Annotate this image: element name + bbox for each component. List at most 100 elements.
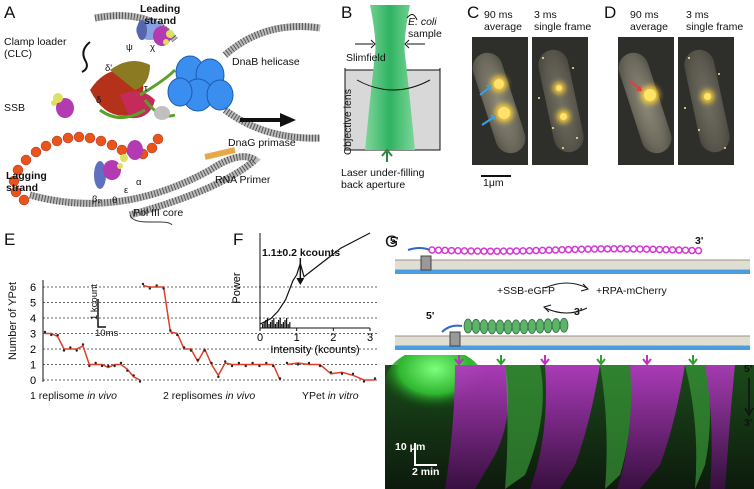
g-kymo-five-prime: 5': [744, 363, 753, 375]
sample-label: sample: [408, 28, 442, 40]
g-ssb-bead: [519, 319, 529, 335]
e-data-point: [224, 360, 227, 363]
f-tick-label: 1: [294, 332, 300, 344]
g-ssb-bead: [487, 319, 497, 335]
f-noise-bar: [270, 322, 272, 328]
g-ssb-bead: [503, 319, 513, 335]
e-data-point: [329, 371, 333, 374]
f-noise-bar: [265, 320, 267, 328]
chi-label: χ: [150, 42, 155, 53]
e-scalebar: [97, 299, 106, 328]
pol3-label: Pol III core: [133, 207, 184, 219]
f-noise-bar: [282, 322, 284, 328]
c-average-image: [472, 37, 528, 165]
g-rpa-mcherry-label: +RPA-mCherry: [596, 285, 667, 297]
e-data-point: [362, 380, 366, 383]
g-rpa-bead: [460, 247, 469, 255]
g-rpa-bead: [519, 247, 527, 255]
beta2-label: β₂: [92, 194, 102, 205]
g-rpa-bead: [584, 245, 592, 253]
e-tick-label: 2: [30, 344, 36, 356]
g-rpa-bead: [642, 245, 651, 253]
f-xlabel: Intensity (kcounts): [270, 344, 359, 356]
e-data-point: [126, 369, 129, 372]
f-noise-bar: [271, 320, 273, 328]
ecoli-label: E. coli: [408, 16, 437, 28]
g-rpa-bead: [447, 246, 456, 255]
e-data-point: [75, 349, 78, 352]
g-rpa-bead: [662, 245, 670, 254]
e-data-point: [182, 346, 186, 349]
e-group3-label: YPet in vitro: [302, 390, 359, 402]
panel-label-e: E: [4, 230, 16, 249]
e-ylabel: Number of YPet: [7, 281, 19, 360]
e-data-point: [43, 330, 47, 334]
epsilon-label: ε: [124, 185, 129, 196]
e-data-point: [237, 361, 241, 365]
e-data-point: [296, 363, 300, 366]
e-series-line: [142, 284, 281, 381]
e-data-point: [258, 364, 261, 368]
theta-label: θ: [112, 195, 118, 206]
g-rpa-bead: [649, 245, 657, 254]
g-scale-y-label: 10 μm: [395, 441, 426, 453]
e-tick-label: 4: [30, 313, 36, 325]
g-rpa-bead: [603, 245, 612, 253]
g-rpa-bead: [454, 246, 462, 255]
e-data-point: [148, 287, 152, 290]
panel-label-b: B: [341, 3, 353, 22]
g-rpa-bead: [434, 246, 443, 254]
e-data-point: [94, 361, 97, 365]
panel-label-g: G: [385, 232, 399, 251]
e-data-point: [113, 364, 116, 368]
e-scale-x-label: 10ms: [95, 328, 119, 339]
g-rpa-bead: [616, 245, 625, 253]
rna-primer-label: RNA Primer: [215, 174, 271, 186]
g-ssb-egfp-label: +SSB-eGFP: [497, 285, 556, 297]
g-ssb-bead: [543, 318, 553, 334]
e-data-point: [265, 361, 268, 365]
e-data-point: [251, 361, 254, 365]
g-rpa-bead: [499, 247, 508, 255]
psi-label: ψ: [126, 42, 133, 53]
g-rpa-bead: [590, 245, 599, 253]
g-rpa-bead: [681, 246, 690, 255]
slimfield-diagram: [344, 5, 441, 162]
e-data-point: [119, 361, 123, 365]
e-data-point: [307, 361, 311, 365]
f-noise-bar: [287, 324, 289, 328]
panel-label-f: F: [233, 230, 244, 249]
e-group2-label: 2 replisomes in vivo: [163, 390, 256, 402]
g-rpa-bead: [577, 245, 586, 253]
f-noise-bar: [263, 322, 265, 328]
d-single-label: 3 ms single frame: [686, 9, 744, 33]
f-tick-label: 0: [257, 332, 263, 344]
objective-label: Objective lens: [342, 89, 354, 155]
f-noise-bar: [276, 322, 278, 328]
e-scale-y-label: 1 kcount: [89, 284, 100, 320]
e-tick-label: 6: [30, 282, 36, 294]
leading-strand-label: Leading strand: [140, 3, 181, 27]
d-avg-label: 90 ms average: [630, 9, 668, 33]
delta-prime-label: δ': [105, 63, 113, 74]
c-scale-label: 1μm: [483, 177, 504, 189]
g-bottom-three-prime: 3': [574, 306, 583, 318]
g-scale-x-label: 2 min: [412, 466, 440, 478]
e-data-point: [69, 346, 72, 349]
e-data-point: [196, 358, 199, 362]
g-rpa-bead: [532, 246, 540, 255]
e-group1-label: 1 replisome in vivo: [30, 390, 117, 402]
e-data-point: [217, 375, 220, 379]
g-rpa-bead: [636, 245, 644, 253]
e-data-point: [100, 364, 104, 368]
e-data-point: [278, 377, 282, 380]
e-tick-label: 3: [30, 329, 36, 341]
g-rpa-bead: [571, 245, 579, 254]
g-rpa-bead: [675, 246, 683, 254]
e-data-point: [81, 343, 85, 346]
g-kymo-arrow: [744, 378, 754, 417]
e-data-point: [155, 284, 158, 287]
f-noise-bar: [279, 318, 281, 328]
e-series-line: [286, 362, 375, 381]
